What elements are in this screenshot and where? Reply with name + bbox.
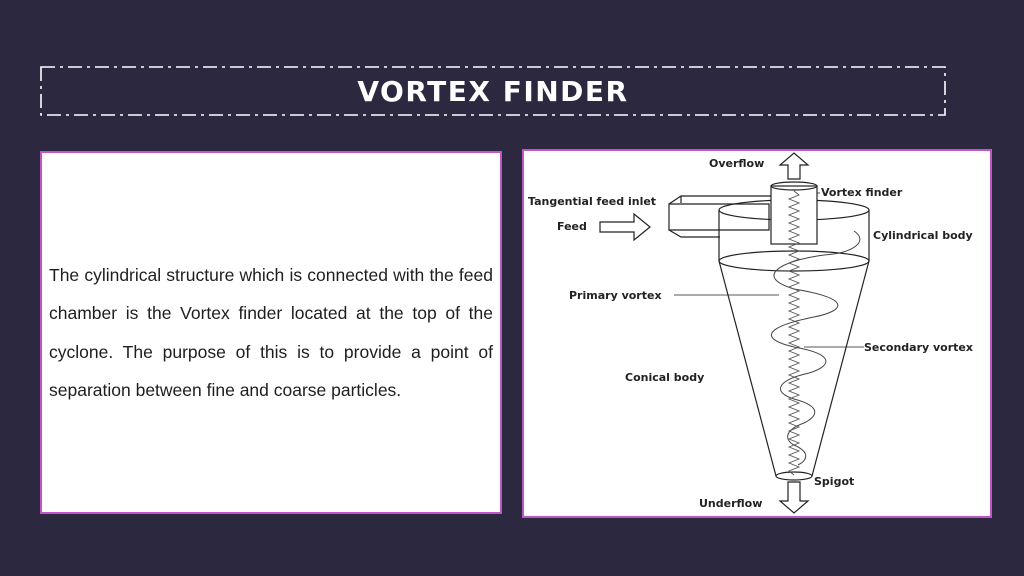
vortex-finder-pipe xyxy=(770,185,818,245)
description-text: The cylindrical structure which is conne… xyxy=(49,264,493,401)
feed-arrow xyxy=(599,212,651,242)
spigot-label: Spigot xyxy=(814,475,854,488)
conical-body-label: Conical body xyxy=(625,371,704,384)
primary-vortex-spiral xyxy=(771,230,861,466)
primary-vortex-label: Primary vortex xyxy=(569,289,662,302)
vortex-finder-label: Vortex finder xyxy=(821,186,903,199)
overflow-label: Overflow xyxy=(709,157,764,170)
feed-label: Feed xyxy=(557,220,587,233)
description-card: The cylindrical structure which is conne… xyxy=(40,151,502,514)
slide-title: VORTEX FINDER xyxy=(357,74,629,108)
title-dashed-frame xyxy=(40,66,946,116)
title-banner: VORTEX FINDER xyxy=(40,66,946,116)
cone-right-wall xyxy=(811,260,870,477)
cyclone-diagram: Overflow Vortex finder Tangential feed i… xyxy=(528,152,973,514)
cyclone-diagram-card: Overflow Vortex finder Tangential feed i… xyxy=(522,149,992,518)
secondary-vortex-label: Secondary vortex xyxy=(864,341,973,354)
overflow-arrow xyxy=(778,152,810,180)
secondary-vortex-spiral xyxy=(787,190,801,476)
tangential-feed-inlet-label: Tangential feed inlet xyxy=(528,195,656,208)
feed-inlet-box xyxy=(668,195,782,238)
vortex-finder-rim xyxy=(770,181,818,191)
underflow-arrow xyxy=(778,481,810,514)
underflow-label: Underflow xyxy=(699,497,762,510)
spigot-ring xyxy=(775,471,813,481)
cylindrical-body-label: Cylindrical body xyxy=(873,229,973,242)
cone-left-wall xyxy=(718,260,777,477)
